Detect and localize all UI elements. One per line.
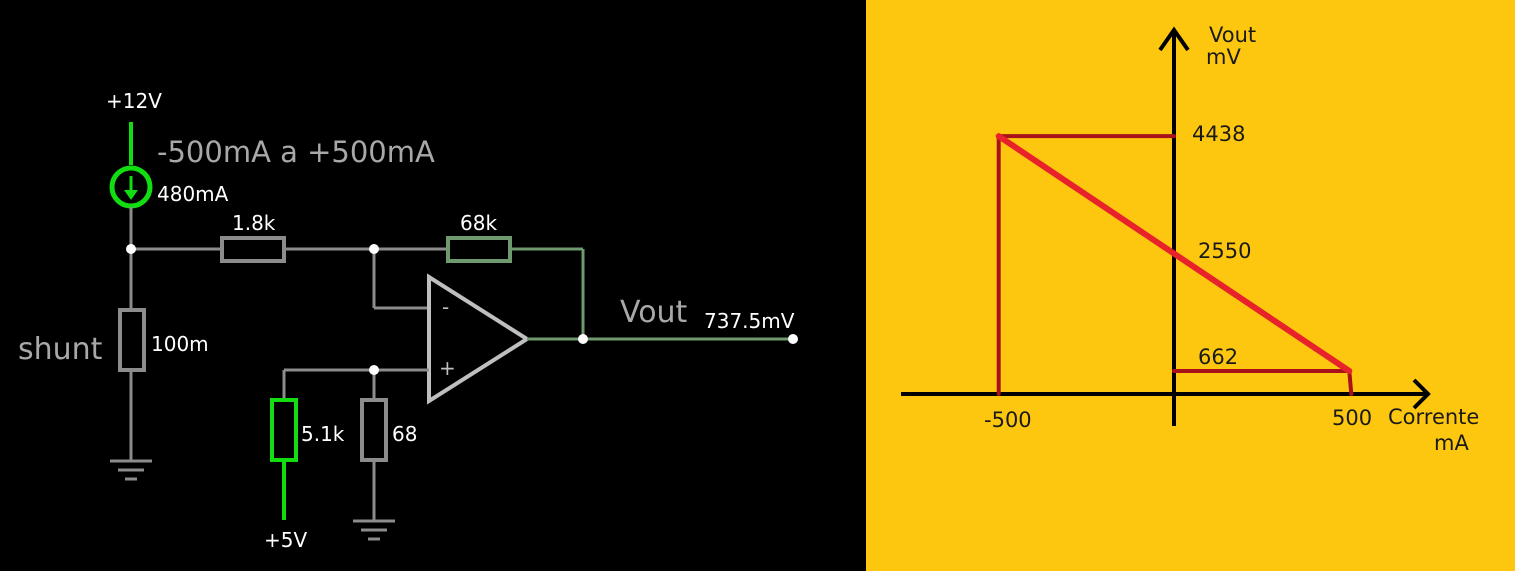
shunt-resistor xyxy=(118,308,146,372)
output-value-label: 737.5mV xyxy=(704,309,795,333)
opamp xyxy=(427,273,531,405)
x-axis xyxy=(901,378,1431,410)
ground-icon xyxy=(110,459,152,481)
supply-12v-label: +12V xyxy=(106,89,162,113)
current-source xyxy=(109,165,153,247)
output-label: Vout xyxy=(620,295,688,330)
opamp-minus-label: - xyxy=(442,295,449,319)
range-label: -500mA a +500mA xyxy=(157,135,435,169)
y-axis xyxy=(1158,26,1190,426)
junction-dots xyxy=(126,244,798,375)
guide-lines xyxy=(996,134,1354,396)
series-line xyxy=(995,133,1353,374)
ground-icon xyxy=(353,519,395,541)
divider-bottom-label: 68 xyxy=(392,422,417,446)
y-tick-label: 2550 xyxy=(1198,239,1251,263)
y-tick-label: 4438 xyxy=(1192,122,1245,146)
noninverting-input-wire xyxy=(282,368,429,400)
input-resistor-label: 1.8k xyxy=(232,211,276,235)
feedback-resistor-branch xyxy=(374,236,585,339)
feedback-resistor-label: 68k xyxy=(460,211,497,235)
inverting-input-wire xyxy=(372,249,429,310)
guide-vertical-right xyxy=(1347,369,1354,396)
x-axis-title-line2: mA xyxy=(1434,431,1469,455)
divider-bottom-resistor xyxy=(360,370,388,520)
opamp-plus-label: + xyxy=(439,356,456,380)
y-axis-title-line1: Vout xyxy=(1209,23,1256,47)
divider-top-label: 5.1k xyxy=(301,422,345,446)
y-axis-title-line2: mV xyxy=(1206,45,1241,69)
x-tick-label: -500 xyxy=(984,408,1032,432)
source-value-label: 480mA xyxy=(157,182,229,206)
shunt-branch xyxy=(118,247,146,460)
circuit-schematic: +12V -500mA a +500mA 480mA 1.8k 68k shun… xyxy=(0,0,866,571)
x-axis-title-line1: Corrente xyxy=(1388,405,1479,429)
transfer-curve xyxy=(995,133,1353,374)
circuit-svg: +12V -500mA a +500mA 480mA 1.8k 68k shun… xyxy=(18,89,798,552)
feedback-resistor xyxy=(446,236,512,263)
transfer-graph: Vout mV Corrente mA 4438 2550 662 -500 5… xyxy=(866,0,1515,571)
supply-5v-label: +5V xyxy=(264,528,307,552)
input-resistor-branch xyxy=(131,236,374,263)
shunt-label: shunt xyxy=(18,332,103,367)
input-resistor xyxy=(220,236,286,263)
x-tick-label: 500 xyxy=(1332,406,1372,430)
divider-top-resistor xyxy=(270,398,298,520)
graph-svg: Vout mV Corrente mA 4438 2550 662 -500 5… xyxy=(901,23,1479,455)
y-tick-label: 662 xyxy=(1198,345,1238,369)
shunt-value-label: 100m xyxy=(151,332,209,356)
